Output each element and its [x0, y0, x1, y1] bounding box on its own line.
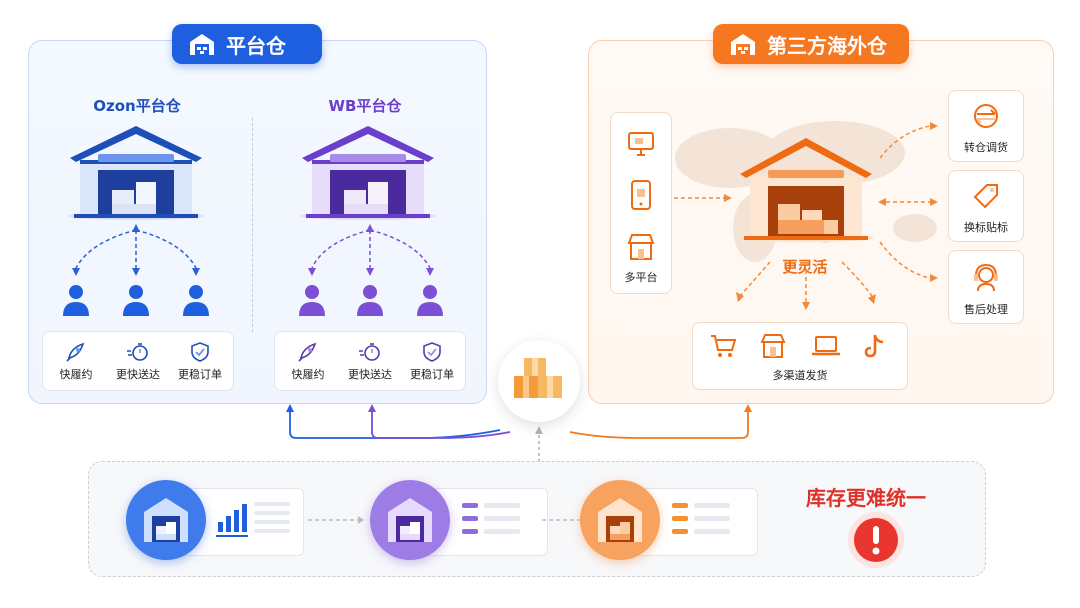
- storefront-icon: [627, 234, 655, 260]
- wb-features-box: 快履约 更快送达 更稳订单: [274, 331, 466, 391]
- flow-arrow: [308, 516, 364, 524]
- relabel-card: 换标贴标: [948, 170, 1024, 242]
- warehouse-icon: [388, 498, 432, 542]
- transfer-label: 转仓调货: [964, 141, 1008, 154]
- wb-distribution-arrows: [299, 224, 443, 316]
- relabel-label: 换标贴标: [964, 221, 1008, 234]
- list-lines-icon: [254, 502, 290, 533]
- multi-platform-card: 多平台: [610, 112, 672, 294]
- warning-icon: [848, 512, 904, 568]
- feature-stable-orders: 更稳订单: [401, 342, 463, 382]
- ozon-distribution-arrows: [63, 224, 209, 316]
- shield-check-icon: [423, 342, 441, 362]
- multi-platform-label: 多平台: [624, 271, 658, 284]
- multi-channel-card: 多渠道发货: [692, 322, 908, 390]
- tag-icon: [973, 184, 998, 209]
- phone-icon: [631, 180, 651, 210]
- headset-agent-icon: [974, 263, 998, 292]
- ozon-features-box: 快履约 更快送达 更稳订单: [42, 331, 234, 391]
- feature-label: 更快送达: [348, 368, 392, 381]
- inventory-warning-text: 库存更难统一: [806, 486, 926, 510]
- feature-faster-delivery: 更快送达: [107, 342, 169, 382]
- flexible-label: 更灵活: [782, 258, 828, 276]
- feature-stable-orders: 更稳订单: [169, 342, 231, 382]
- cart-icon: [711, 335, 737, 357]
- feature-fast-fulfillment: 快履约: [277, 342, 339, 382]
- wb-warehouse-title: WB平台仓: [328, 97, 402, 115]
- feature-label: 快履约: [59, 368, 93, 381]
- warehouse-icon: [598, 498, 642, 542]
- tiktok-icon: [864, 335, 884, 358]
- transfer-card: 转仓调货: [948, 90, 1024, 162]
- feature-fast-fulfillment: 快履约: [45, 342, 107, 382]
- after-sales-label: 售后处理: [964, 303, 1008, 316]
- monitor-icon: [628, 132, 654, 156]
- shop-icon: [760, 334, 786, 358]
- feature-label: 更稳订单: [178, 368, 222, 381]
- transfer-arrows-icon: [974, 104, 998, 128]
- rocket-icon: [66, 342, 85, 362]
- multi-channel-label: 多渠道发货: [772, 369, 828, 382]
- warehouse-icon: [190, 34, 214, 55]
- overseas-flow-arrows: [674, 122, 938, 310]
- feature-label: 更稳订单: [410, 368, 454, 381]
- laptop-icon: [812, 336, 840, 356]
- ozon-warehouse-title: Ozon平台仓: [93, 97, 181, 115]
- feature-label: 更快送达: [116, 368, 160, 381]
- warehouse-icon: [144, 498, 188, 542]
- stopwatch-icon: [127, 343, 148, 361]
- ozon-warehouse-icon: [68, 126, 204, 220]
- feature-label: 快履约: [291, 368, 325, 381]
- warehouse-icon: [731, 34, 755, 55]
- platform-warehouse-badge-label: 平台仓: [226, 33, 286, 58]
- platform-warehouse-badge: 平台仓: [172, 24, 322, 64]
- overseas-warehouse-badge-label: 第三方海外仓: [767, 33, 887, 58]
- stopwatch-icon: [359, 343, 380, 361]
- wb-warehouse-icon: [300, 126, 436, 220]
- list-icon: [462, 503, 520, 534]
- overseas-warehouse-icon: [738, 138, 874, 242]
- list-icon: [672, 503, 730, 534]
- after-sales-card: 售后处理: [948, 250, 1024, 324]
- overseas-warehouse-badge: 第三方海外仓: [713, 24, 909, 64]
- panel-divider: [252, 118, 253, 332]
- bar-chart-icon: [216, 504, 248, 537]
- rocket-icon: [298, 342, 317, 362]
- boxes-icon: [514, 358, 562, 398]
- feature-faster-delivery: 更快送达: [339, 342, 401, 382]
- shield-check-icon: [191, 342, 209, 362]
